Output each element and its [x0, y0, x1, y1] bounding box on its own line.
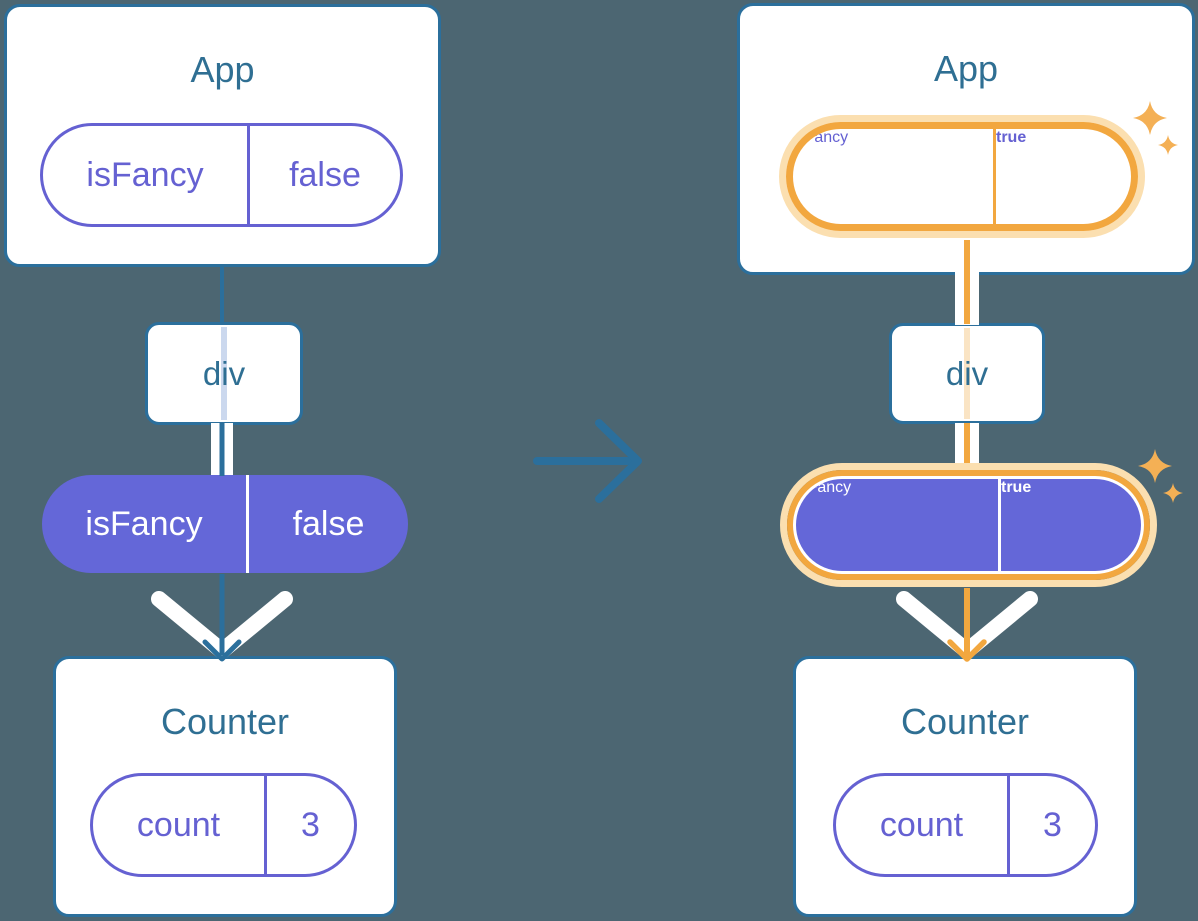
count-name: count	[879, 805, 964, 844]
left-app-card: App isFancy false	[4, 4, 441, 267]
left-counter-card: Counter count 3	[53, 656, 397, 917]
arrow-down-chevron-icon	[896, 591, 975, 659]
state-value: false	[289, 155, 361, 194]
right-counter-card: Counter count 3	[793, 656, 1137, 917]
right-prop-pill-highlight: isFancy true	[780, 463, 1157, 587]
left-count-pill: count 3	[90, 773, 357, 877]
right-prop-pill-ring: isFancy true	[787, 470, 1150, 580]
pill-divider	[264, 776, 267, 874]
left-prop-flow-line	[211, 423, 233, 475]
arrow-down-chevron-icon	[214, 591, 293, 659]
left-app-state-pill: isFancy false	[40, 123, 403, 227]
right-app-state-pill: isFancy true	[786, 122, 1138, 231]
right-div-label: div	[945, 354, 989, 392]
pill-divider	[246, 475, 249, 573]
right-app-card: App isFancy true	[737, 3, 1195, 275]
left-div-label: div	[202, 354, 246, 392]
arrow-right-icon	[595, 419, 642, 503]
pill-divider	[247, 126, 250, 224]
pill-divider	[1007, 776, 1010, 874]
sparkle-icon	[1138, 449, 1172, 483]
count-name: count	[136, 805, 221, 844]
left-app-title: App	[190, 49, 255, 90]
right-prop-pill: isFancy true	[796, 479, 1141, 571]
prop-value: false	[292, 504, 365, 543]
prop-value: true	[1001, 479, 1032, 496]
state-value: true	[996, 129, 1027, 146]
prop-name: isFancy	[85, 504, 203, 543]
prop-name: isFancy	[796, 479, 852, 496]
count-value: 3	[301, 805, 320, 844]
arrow-down-chevron-icon	[959, 591, 1038, 659]
arrow-down-chevron-icon	[151, 591, 230, 659]
right-prop-flow-line	[955, 271, 979, 325]
right-app-title: App	[933, 48, 999, 89]
sparkle-icon	[1163, 483, 1183, 503]
state-name: isFancy	[86, 155, 204, 194]
right-app-state-pill-highlight: isFancy true	[779, 115, 1145, 238]
left-counter-title: Counter	[160, 701, 290, 742]
right-prop-flow-line	[955, 423, 979, 463]
right-counter-title: Counter	[900, 701, 1030, 742]
left-prop-pill: isFancy false	[42, 475, 408, 573]
left-div-node: div	[145, 322, 303, 425]
right-div-node: div	[889, 323, 1045, 424]
state-name: isFancy	[793, 129, 849, 146]
pass-through-line	[964, 328, 970, 419]
count-value: 3	[1043, 805, 1062, 844]
pass-through-line	[221, 327, 227, 420]
pill-divider	[993, 129, 996, 224]
pill-divider	[998, 479, 1001, 571]
right-count-pill: count 3	[833, 773, 1098, 877]
